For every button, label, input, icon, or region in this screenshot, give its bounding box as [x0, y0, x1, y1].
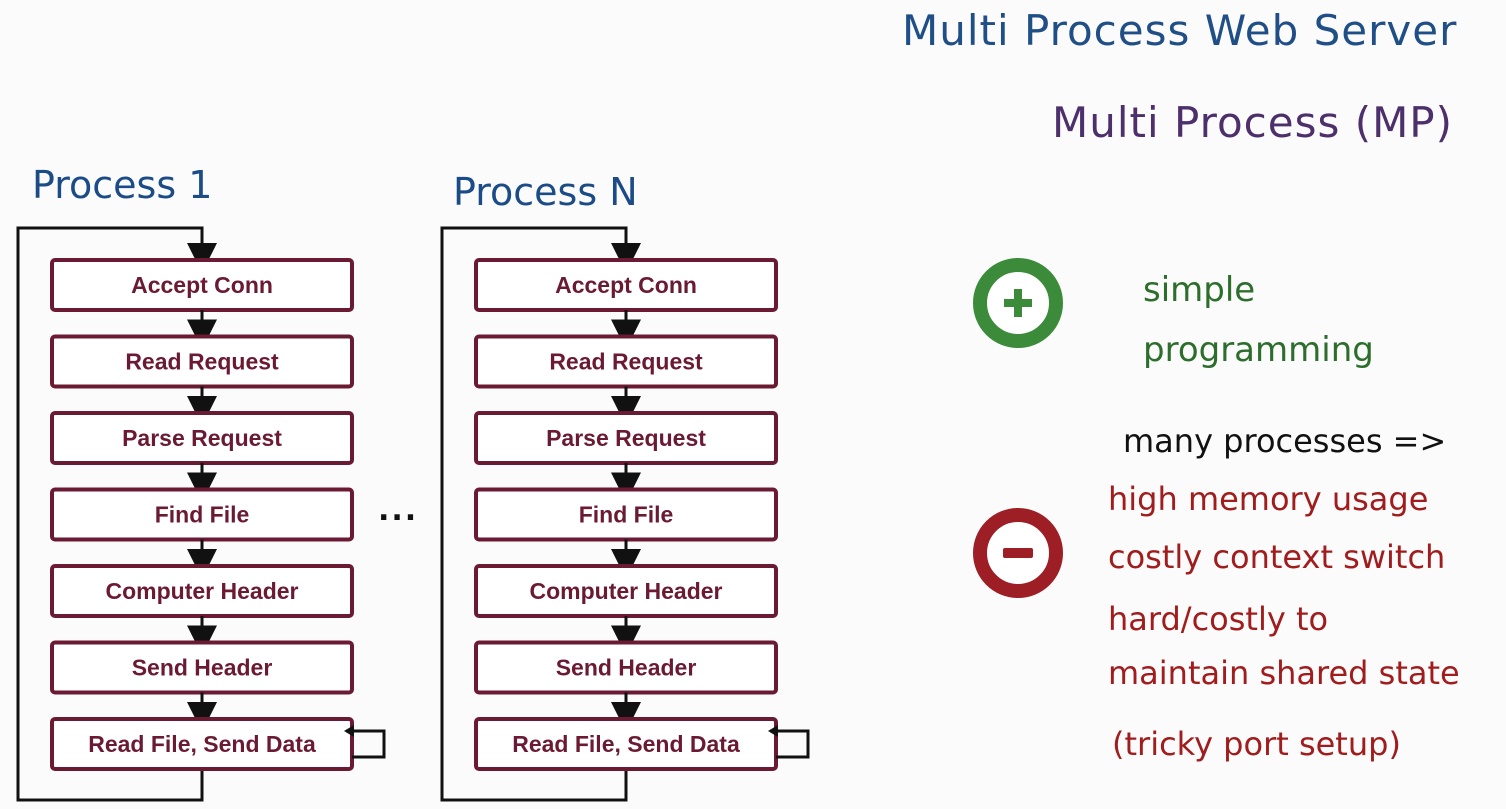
p1-self-loop-arrow	[346, 729, 386, 759]
p1-step-label: Accept Conn	[131, 272, 273, 298]
pn-loop-arrow	[440, 226, 641, 802]
pn-step-label: Accept Conn	[555, 272, 697, 298]
con-line-5: (tricky port setup)	[1112, 725, 1401, 763]
pn-step-box	[474, 717, 778, 771]
con-line-3: hard/costly to	[1108, 600, 1329, 638]
con-line-2: costly context switch	[1108, 538, 1446, 576]
pn-self-loop-arrowhead	[768, 725, 778, 737]
process-n-label: Process N	[453, 170, 638, 214]
cons-intro: many processes =>	[1123, 422, 1447, 460]
pn-step-label: Read File, Send Data	[512, 731, 740, 757]
p1-step-label: Read File, Send Data	[88, 731, 316, 757]
pn-step-label: Parse Request	[546, 425, 706, 451]
p1-step-label: Read Request	[125, 349, 279, 375]
pro-line-2: programming	[1143, 330, 1374, 370]
page-subtitle: Multi Process (MP)	[1052, 98, 1454, 147]
p1-step-label: Find File	[155, 502, 250, 528]
pn-step-label: Send Header	[556, 655, 697, 681]
process-1-label: Process 1	[32, 163, 213, 207]
plus-icon	[973, 258, 1063, 348]
page-title: Multi Process Web Server	[902, 6, 1458, 55]
p1-self-loop-arrowhead	[344, 725, 354, 737]
p1-step-label: Parse Request	[122, 425, 282, 451]
p1-step-box	[50, 717, 354, 771]
p1-loop-arrow	[16, 226, 217, 802]
ellipsis: ...	[378, 493, 419, 528]
pro-line-1: simple	[1143, 270, 1256, 310]
pn-self-loop-arrow	[770, 729, 810, 759]
p1-step-label: Send Header	[132, 655, 273, 681]
con-line-4: maintain shared state	[1108, 654, 1460, 692]
pn-step-label: Read Request	[549, 349, 703, 375]
minus-icon	[973, 508, 1063, 598]
pn-step-label: Find File	[579, 502, 674, 528]
con-line-1: high memory usage	[1108, 480, 1429, 518]
p1-step-label: Computer Header	[106, 578, 299, 604]
pn-step-label: Computer Header	[530, 578, 723, 604]
